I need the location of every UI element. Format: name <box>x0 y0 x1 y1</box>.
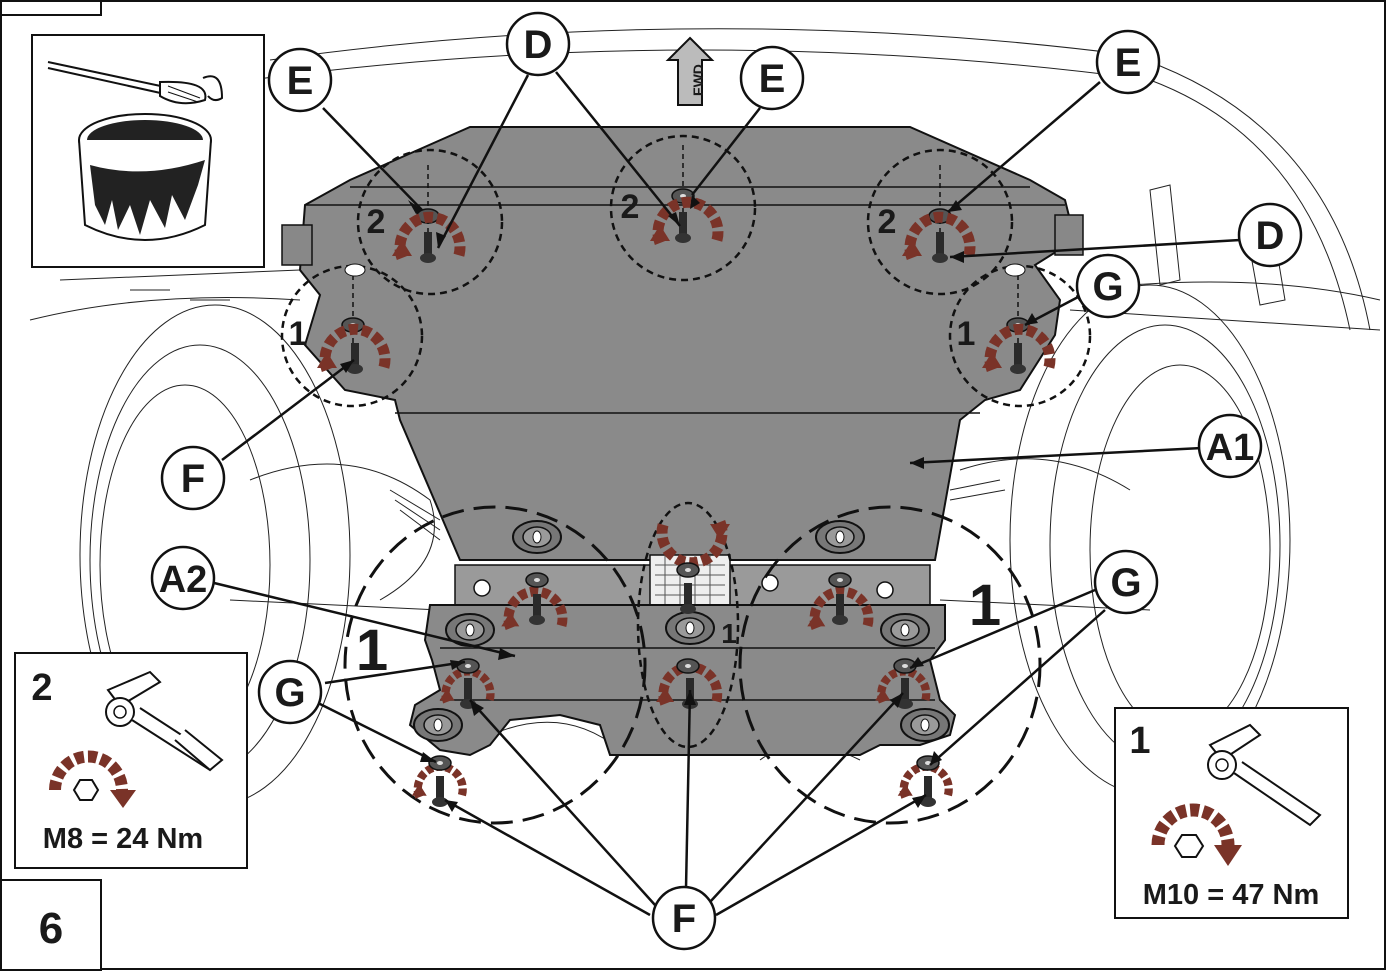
callout-d-left: D <box>505 11 571 77</box>
callout-g-upper-right: G <box>1075 253 1141 319</box>
svg-text:A1: A1 <box>1206 427 1255 469</box>
svg-text:2: 2 <box>621 188 640 226</box>
torque-box-m10: 1 M10 = 47 Nm <box>1114 707 1349 919</box>
svg-text:G: G <box>1092 265 1123 309</box>
callout-f-left: F <box>160 445 226 511</box>
torque-rotation-icon <box>1151 803 1242 866</box>
svg-text:A2: A2 <box>159 559 208 601</box>
fwd-label: FWD <box>690 64 706 96</box>
svg-text:E: E <box>287 59 314 103</box>
step-number: 6 <box>39 904 63 953</box>
svg-text:F: F <box>672 897 696 941</box>
callout-g-lower-right: G <box>1093 549 1159 615</box>
callout-g-lower-left: G <box>257 659 323 725</box>
callout-d-right: D <box>1237 202 1303 268</box>
torque-box-m8: 2 M8 = 24 Nm <box>14 652 248 869</box>
paint-can-icon <box>78 113 212 241</box>
svg-text:1: 1 <box>969 573 1001 638</box>
svg-text:M10 = 47 Nm: M10 = 47 Nm <box>1143 879 1320 911</box>
step-number-box: 6 <box>0 879 102 971</box>
svg-text:G: G <box>274 671 305 715</box>
svg-text:E: E <box>1115 41 1142 85</box>
callout-a1: A1 <box>1197 413 1263 479</box>
svg-text:M8 = 24 Nm: M8 = 24 Nm <box>43 823 203 855</box>
paint-brush-icon <box>47 61 224 105</box>
callout-e-right: E <box>1095 29 1161 95</box>
svg-text:1: 1 <box>1129 720 1150 762</box>
svg-text:G: G <box>1110 561 1141 605</box>
callout-a2: A2 <box>150 545 216 611</box>
svg-text:D: D <box>524 23 553 67</box>
ratchet-wrench-icon <box>105 670 224 772</box>
leader-lines <box>209 71 1241 917</box>
callouts: E D E E D G F A1 A2 G G F <box>150 11 1303 951</box>
svg-text:E: E <box>759 57 786 101</box>
svg-text:2: 2 <box>367 203 386 241</box>
svg-text:2: 2 <box>31 667 52 709</box>
svg-text:D: D <box>1256 214 1285 258</box>
ratchet-wrench-icon <box>1207 723 1322 827</box>
callout-e-left: E <box>267 47 333 113</box>
torque-rotation-icon <box>49 750 136 808</box>
svg-text:1: 1 <box>356 618 388 683</box>
fwd-arrow-icon: FWD <box>665 36 715 106</box>
paint-box <box>31 34 265 268</box>
svg-text:1: 1 <box>721 618 737 649</box>
skid-plate-a2 <box>408 604 957 757</box>
svg-text:1: 1 <box>289 315 308 353</box>
callout-e-center: E <box>739 45 805 111</box>
svg-text:F: F <box>181 457 205 501</box>
callout-f-bottom: F <box>651 885 717 951</box>
svg-text:2: 2 <box>878 203 897 241</box>
sequence-numbers: 2 2 2 1 1 1 1 1 <box>289 188 1002 683</box>
svg-text:1: 1 <box>957 315 976 353</box>
